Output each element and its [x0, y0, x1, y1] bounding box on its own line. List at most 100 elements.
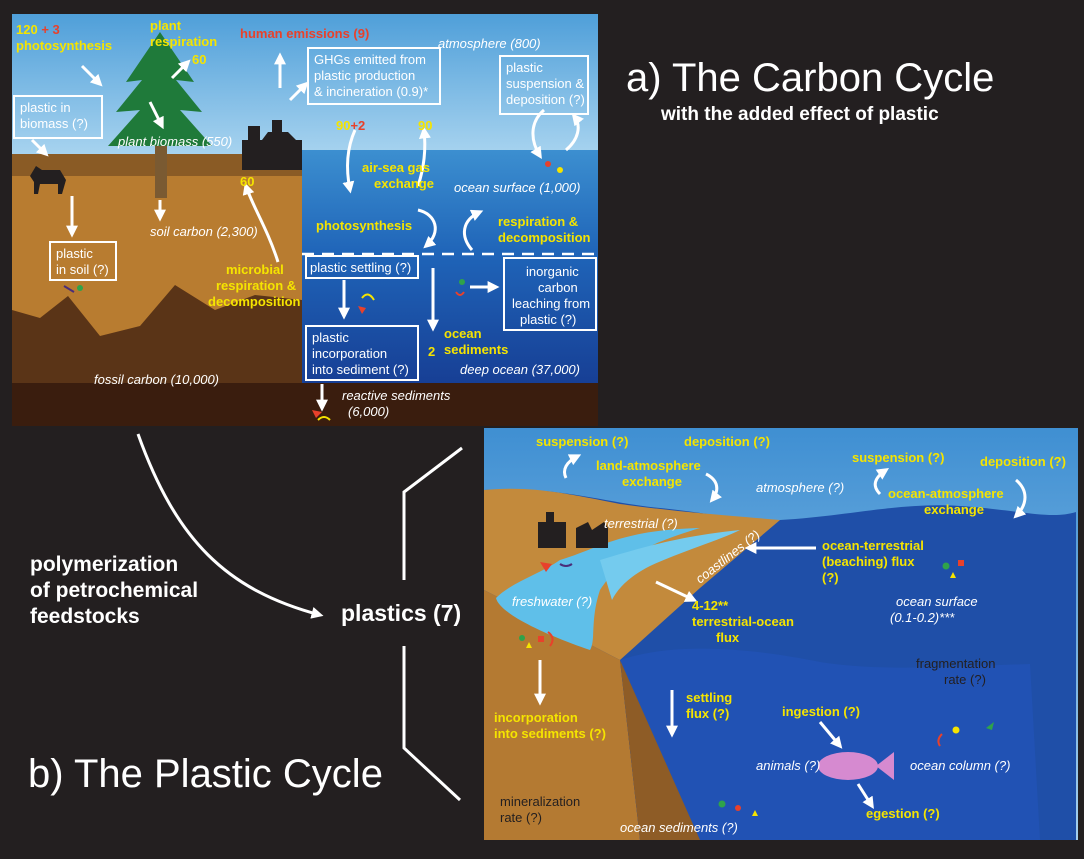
atmosphere-label: atmosphere (800) — [438, 36, 541, 51]
ocean-sediments-b-label: ocean sediments (?) — [620, 820, 738, 835]
flux-label: flux — [716, 630, 740, 645]
plastic-particle — [557, 167, 563, 173]
plastic-biomass-label: plastic in — [20, 100, 71, 115]
egestion-label: egestion (?) — [866, 806, 940, 821]
carbon-cycle-panel: 120 + 3 photosynthesis plant respiration… — [12, 14, 598, 426]
fragmentation-label: fragmentation — [916, 656, 996, 671]
carbon-arrows — [30, 52, 584, 412]
mineralization-label: rate (?) — [500, 810, 542, 825]
ocean-sediments-label: ocean — [444, 326, 482, 341]
fragmentation-label: rate (?) — [944, 672, 986, 687]
airsea-label: exchange — [374, 176, 434, 191]
plastic-cycle-title: b) The Plastic Cycle — [28, 752, 383, 796]
plastic-particle — [952, 726, 960, 734]
microbial-label: microbial — [226, 262, 284, 277]
plastic-particle — [361, 293, 375, 301]
deposition-left-label: deposition (?) — [684, 434, 770, 449]
ocean-atm-label: ocean-atmosphere — [888, 486, 1004, 501]
plastic-particle — [317, 416, 331, 421]
plastic-particle — [559, 563, 573, 567]
plastic-particle — [526, 642, 532, 648]
suspension-right-label: suspension (?) — [852, 450, 944, 465]
ocean-column-label: ocean column (?) — [910, 758, 1010, 773]
carbon-cycle-title: a) The Carbon Cycle — [626, 56, 995, 100]
ghg-label: & incineration (0.9)* — [314, 84, 428, 99]
land-atm-label: exchange — [622, 474, 682, 489]
plastic-particle — [545, 161, 551, 167]
land-atm-label: land-atmosphere — [596, 458, 701, 473]
river-area — [600, 530, 740, 600]
microbial-value: 60 — [240, 174, 254, 189]
plastic-cycle-panel: suspension (?) deposition (?) land-atmos… — [484, 428, 1078, 840]
airsea-label: air-sea gas — [362, 160, 430, 175]
ocean-sediment-slope — [620, 660, 700, 840]
plastic-particle — [538, 636, 544, 642]
plastic-particle — [735, 805, 741, 811]
mineralization-label: mineralization — [500, 794, 580, 809]
fossil-carbon-label: fossil carbon (10,000) — [94, 372, 219, 387]
photo-add: + 3 — [41, 22, 59, 37]
plastic-particle — [455, 291, 465, 296]
freshwater-label: freshwater (?) — [512, 594, 592, 609]
center-connectors — [136, 433, 463, 802]
polymerization-line: feedstocks — [30, 605, 140, 628]
resp-decomp-label: decomposition — [498, 230, 591, 245]
plastic-particle — [459, 279, 465, 285]
plastic-soil-label: in soil (?) — [56, 262, 109, 277]
plant-resp-label: plant — [150, 18, 182, 33]
plastic-particle — [752, 810, 758, 816]
ocean-photosynthesis-label: photosynthesis — [316, 218, 412, 233]
reactive-sediment-area — [302, 383, 598, 426]
reactive-sediments-label: (6,000) — [348, 404, 389, 419]
plastic-soil-label: plastic — [56, 246, 93, 261]
polymerization-label: polymerization of petrochemical feedstoc… — [30, 552, 198, 630]
animals-label: animals (?) — [756, 758, 820, 773]
plant-resp-label: respiration — [150, 34, 217, 49]
plastic-particle — [986, 722, 994, 730]
svg-text:120 + 3: 120 + 3 — [16, 22, 60, 37]
plastic-particle — [718, 800, 726, 808]
plastic-particle — [77, 285, 83, 291]
terrestrial-label: terrestrial (?) — [604, 516, 678, 531]
settling-label: settling — [686, 690, 732, 705]
airsea-num: 90 — [336, 118, 350, 133]
svg-text:90+2: 90+2 — [336, 118, 365, 133]
plastic-incorp-label: incorporation — [312, 346, 387, 361]
photo-num: 120 — [16, 22, 38, 37]
plant-biomass-label: plant biomass (550) — [117, 134, 232, 149]
plastic-particle — [540, 562, 552, 572]
tree-icon — [108, 32, 212, 198]
ingestion-label: ingestion (?) — [782, 704, 860, 719]
plastic-susp-label: deposition (?) — [506, 92, 585, 107]
plastic-settling-label: plastic settling (?) — [310, 260, 411, 275]
soil-carbon-label: soil carbon (2,300) — [150, 224, 258, 239]
ocean-surface-b-label: ocean surface — [896, 594, 978, 609]
plastic-particle — [942, 562, 950, 570]
plastic-particle — [950, 572, 956, 578]
plastics-label: plastics (7) — [341, 600, 462, 626]
plastic-particle — [937, 733, 943, 747]
inorganic-label: plastic (?) — [520, 312, 576, 327]
plastic-particle — [358, 306, 366, 314]
ocean-surface-b-label: (0.1-0.2)*** — [890, 610, 955, 625]
plastic-particle — [547, 631, 554, 647]
human-emissions-label: human emissions (9) — [240, 26, 369, 41]
plastic-soil-box — [49, 241, 117, 281]
reactive-sediments-label: reactive sediments — [342, 388, 451, 403]
freshwater-area — [496, 528, 700, 650]
ocean-sediments-label: sediments — [444, 342, 508, 357]
ocean-atm-label: exchange — [924, 502, 984, 517]
flux-label: terrestrial-ocean — [692, 614, 794, 629]
plastic-incorp-label: plastic — [312, 330, 349, 345]
deposition-right-label: deposition (?) — [980, 454, 1066, 469]
microbial-label: respiration & — [216, 278, 296, 293]
deer-icon — [30, 166, 66, 194]
inorganic-label: inorganic — [526, 264, 579, 279]
plastic-biomass-box — [13, 95, 103, 139]
beaching-label: ocean-terrestrial — [822, 538, 924, 553]
land-column — [484, 590, 640, 840]
flux-label: 4-12** — [692, 598, 729, 613]
ocean-column-area — [620, 648, 1040, 840]
